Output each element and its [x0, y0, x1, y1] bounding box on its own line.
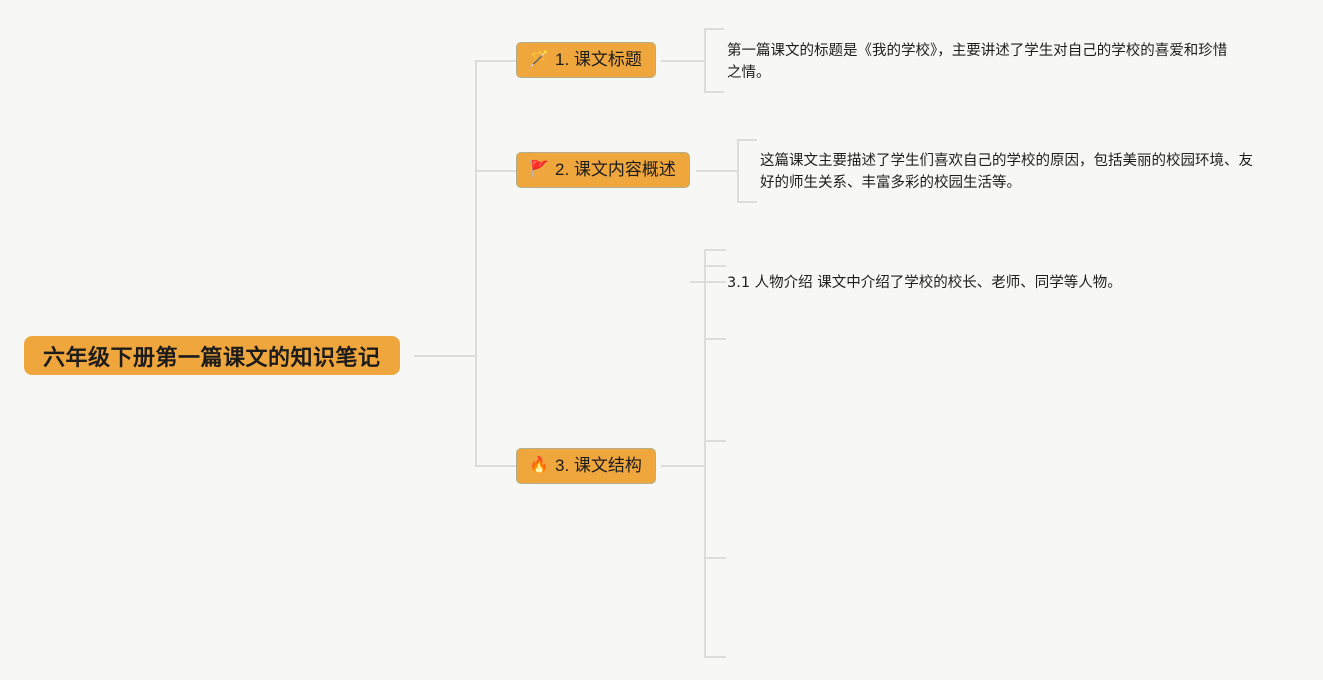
connector-leaf-2-bottom [737, 201, 757, 203]
connector-child-stub-3 [690, 281, 726, 283]
connector-child-stub-7 [704, 656, 726, 658]
connector-branch-1-stub [475, 60, 517, 62]
branch-node-2[interactable]: 🚩 2. 课文内容概述 [516, 152, 690, 188]
connector-child-stub-1 [704, 249, 726, 251]
sparkle-wand-icon: 🪄 [529, 51, 549, 68]
blue-flame-icon: 🔥 [529, 457, 549, 474]
connector-branch-3-stub [475, 465, 517, 467]
branch-node-1[interactable]: 🪄 1. 课文标题 [516, 42, 656, 78]
leaf-text-2[interactable]: 这篇课文主要描述了学生们喜欢自己的学校的原因，包括美丽的校园环境、友好的师生关系… [760, 153, 1253, 191]
connector-root-stub [414, 355, 476, 357]
leaf-text-3[interactable]: 3.1 人物介绍 课文中介绍了学校的校长、老师、同学等人物。 [727, 275, 1122, 291]
root-node-label: 六年级下册第一篇课文的知识笔记 [43, 344, 381, 370]
branch-node-2-label: 2. 课文内容概述 [555, 160, 676, 179]
branch-node-1-label: 1. 课文标题 [555, 50, 642, 69]
connector-leaf-2-top [737, 139, 757, 141]
connector-leaf-1-top [704, 28, 724, 30]
connector-main-trunk [475, 60, 477, 466]
connector-branch-1-out [661, 60, 705, 62]
leaf-text-1[interactable]: 第一篇课文的标题是《我的学校》，主要讲述了学生对自己的学校的喜爱和珍惜之情。 [727, 43, 1228, 81]
connector-child-stub-5 [704, 440, 726, 442]
connector-branch-3-out [661, 465, 705, 467]
branch-node-3[interactable]: 🔥 3. 课文结构 [516, 448, 656, 484]
connector-child-stub-4 [704, 338, 726, 340]
root-node[interactable]: 六年级下册第一篇课文的知识笔记 [24, 336, 400, 375]
connector-branch-2-stub [475, 170, 517, 172]
connector-child-stub-6 [704, 557, 726, 559]
connector-child-stub-2 [704, 265, 726, 267]
blue-flag-icon: 🚩 [529, 161, 549, 178]
connector-leaf-1-bracket [704, 28, 706, 93]
connector-branch-3-column [704, 249, 706, 657]
connector-branch-2-out [696, 170, 738, 172]
branch-node-3-label: 3. 课文结构 [555, 456, 642, 475]
connector-leaf-1-bottom [704, 91, 724, 93]
connector-leaf-2-bracket [737, 139, 739, 203]
